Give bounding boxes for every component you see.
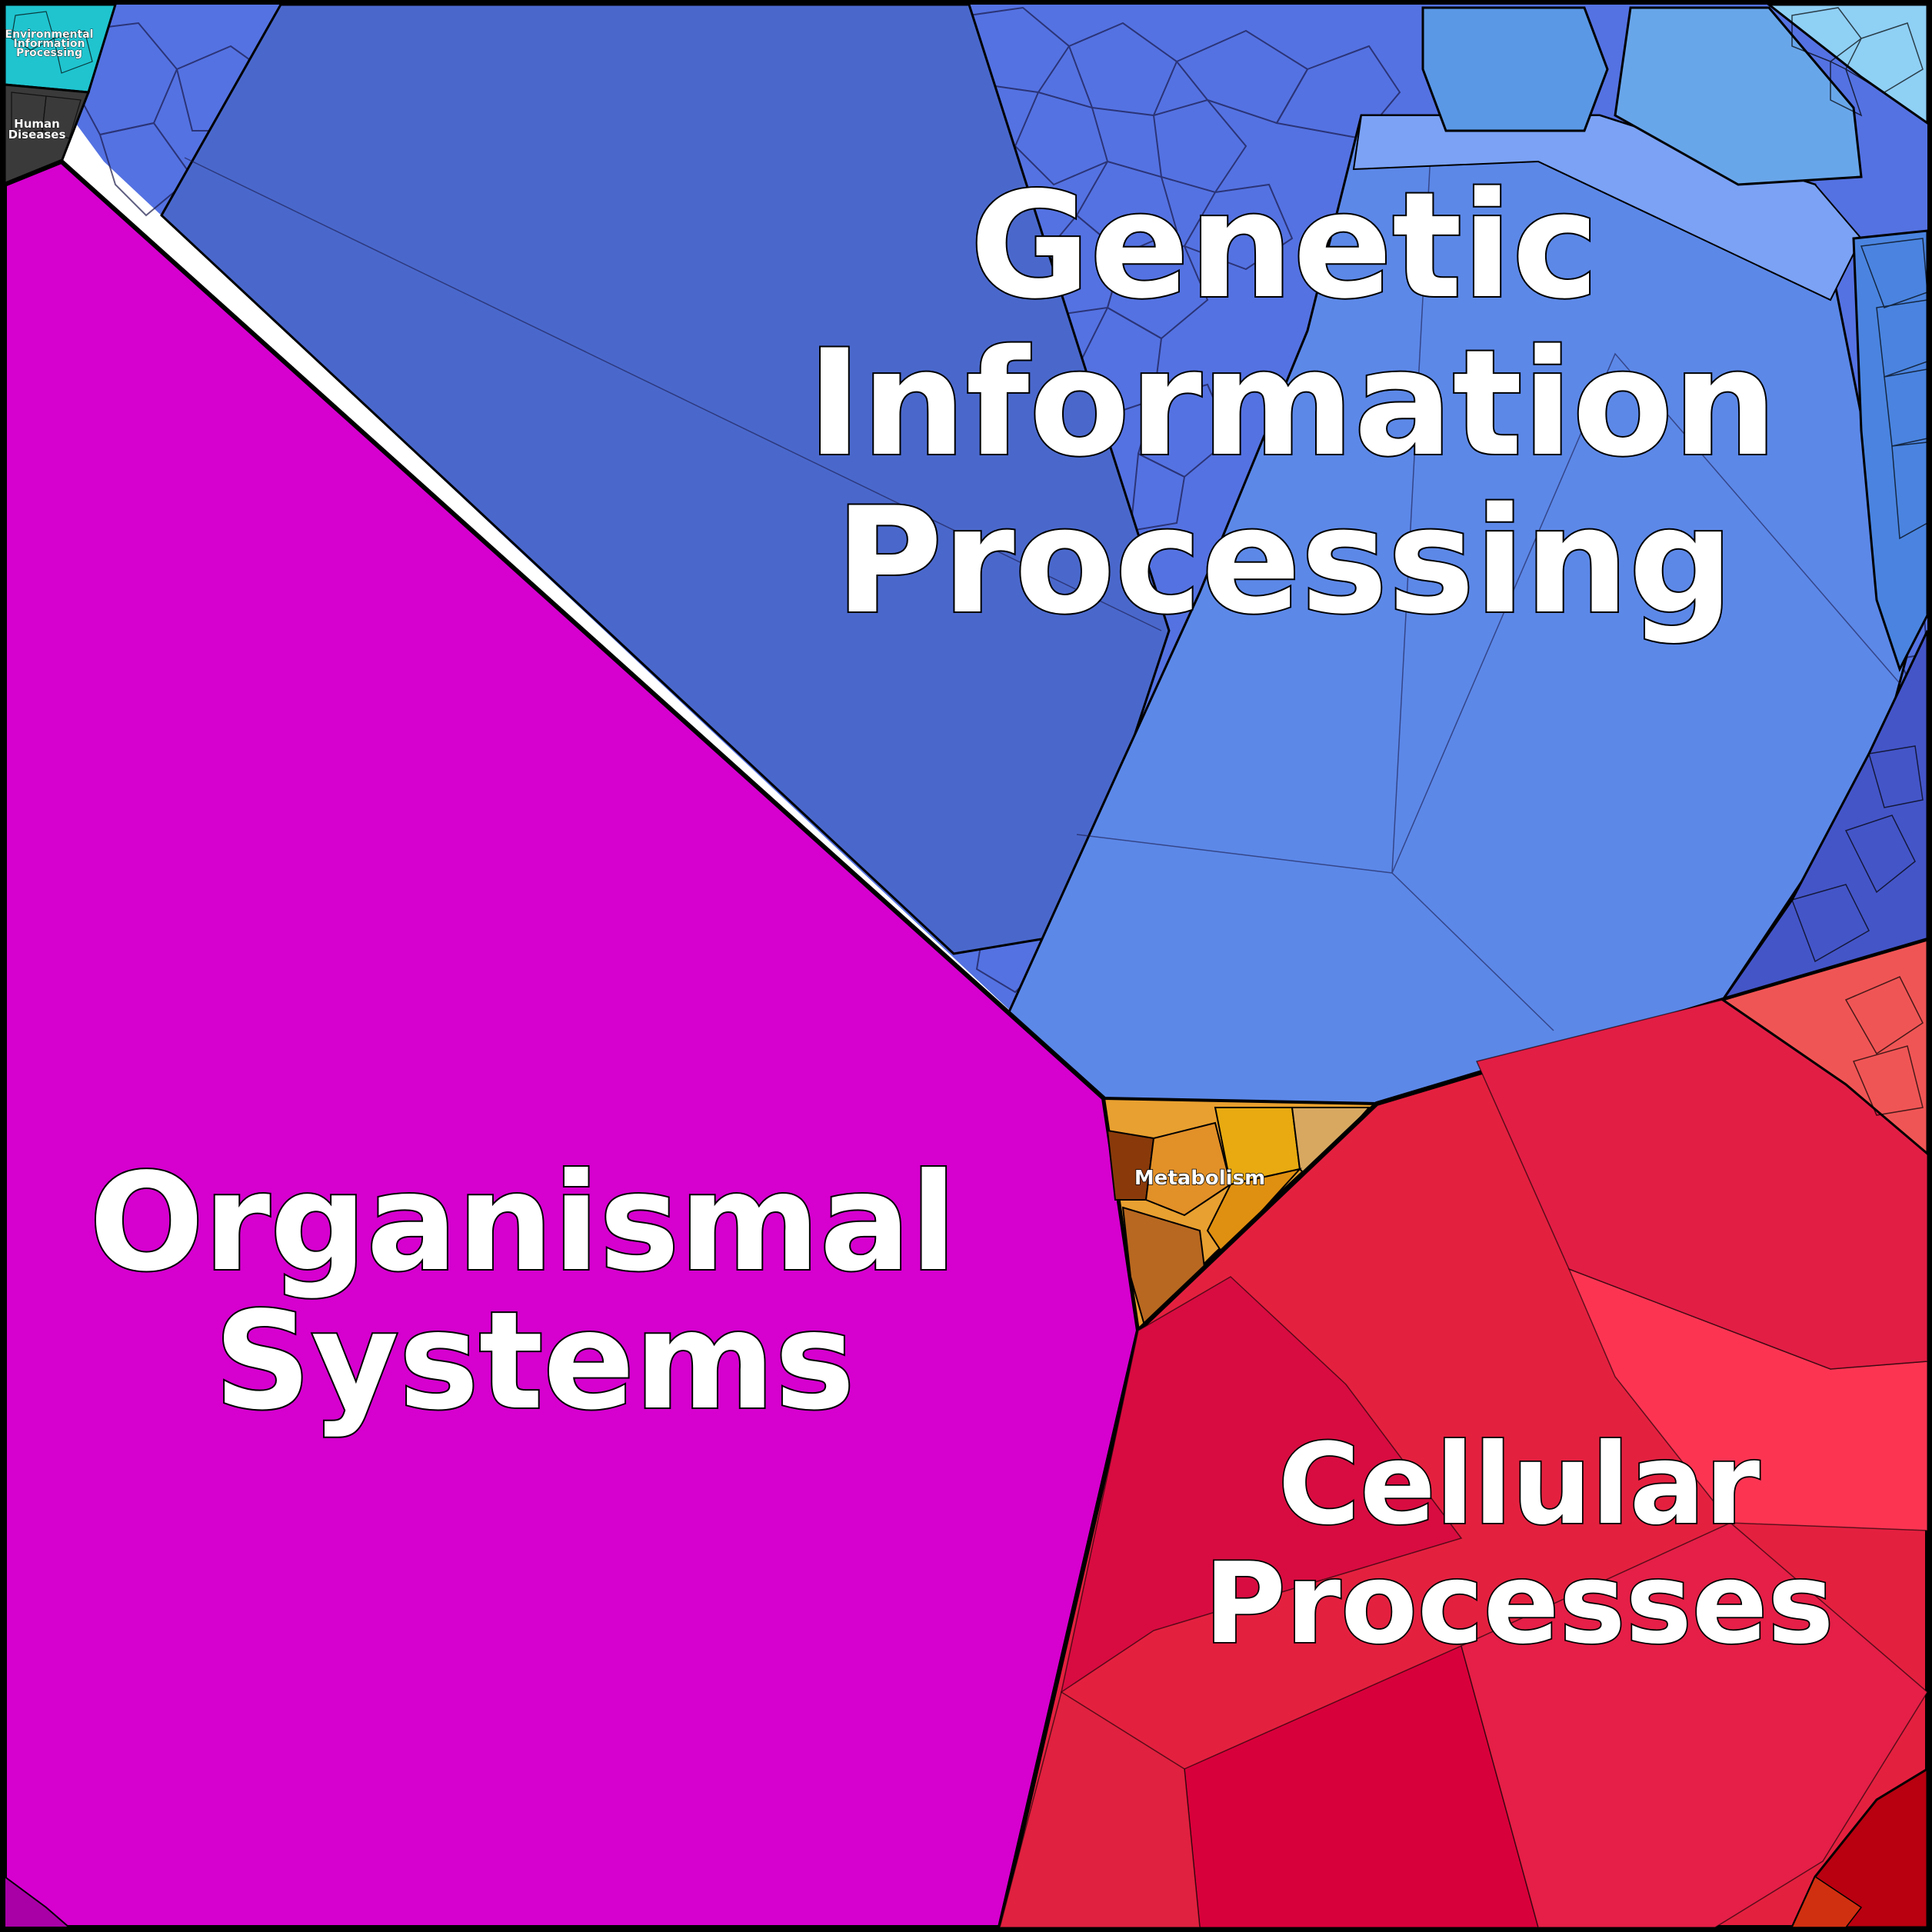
cellular-label-line-2: Processes (1204, 1539, 1834, 1669)
genetic-label-line-2: Information (808, 318, 1777, 488)
organismal-label-line-1: Organismal (89, 1145, 957, 1301)
genetic-label-line-3: Processing (835, 476, 1734, 646)
cellular-label-line-1: Cellular (1278, 1420, 1760, 1550)
region-metabolism (1101, 1096, 1381, 1334)
human-diseases-label-line-2: Diseases (8, 128, 66, 142)
environmental-label-line-3: Processing (16, 47, 82, 59)
organismal-label-line-2: Systems (214, 1284, 854, 1440)
genetic-label-line-1: Genetic (970, 161, 1599, 331)
metabolism-label: Metabolism (1134, 1167, 1265, 1190)
environmental-label-line-1: Environmental (5, 28, 94, 41)
human-diseases-label-line-1: Human (14, 117, 60, 131)
environmental-label-line-2: Information (14, 38, 85, 50)
region-genetic-information-processing (62, 3, 1929, 1105)
region-cellular-processes (997, 936, 1930, 1930)
